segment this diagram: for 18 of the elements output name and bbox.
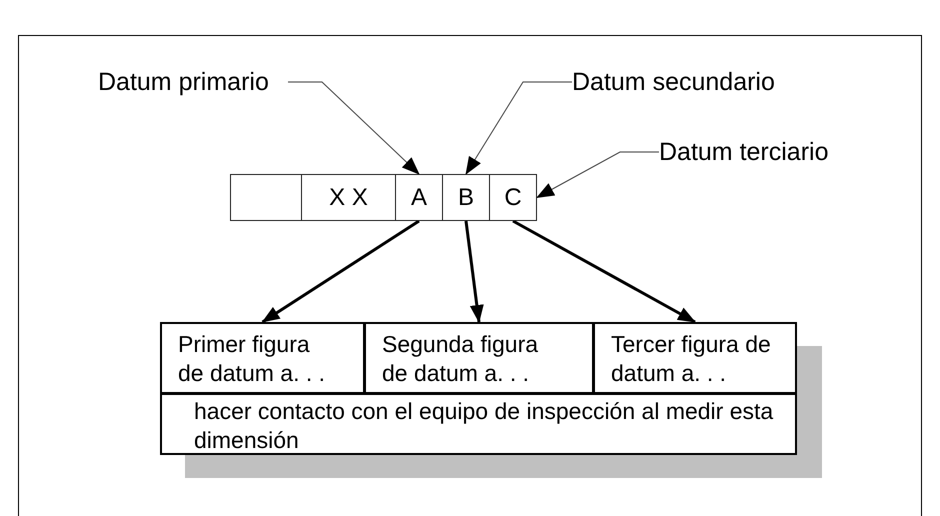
arrow bbox=[512, 220, 696, 324]
note-cell: hacer contacto con el equipo de inspección al medir esta dimensión bbox=[160, 393, 797, 455]
frame-cell: A bbox=[395, 174, 443, 221]
leader-line bbox=[536, 152, 660, 198]
datum-label: Datum secundario bbox=[572, 67, 794, 97]
frame-cell: X X bbox=[301, 174, 396, 221]
datum-feature-cell: Primer figura de datum a. . . bbox=[160, 322, 365, 394]
datum-feature-cell: Tercer figura de datum a. . . bbox=[593, 322, 797, 394]
frame-cell: C bbox=[489, 174, 537, 221]
leader-line bbox=[288, 82, 420, 175]
frame-cell bbox=[230, 174, 302, 221]
leader-line bbox=[465, 82, 572, 175]
frame-cell: B bbox=[442, 174, 490, 221]
datum-label: Datum primario bbox=[98, 67, 288, 97]
datum-feature-cell: Segunda figura de datum a. . . bbox=[364, 322, 594, 394]
arrow bbox=[464, 220, 484, 323]
arrow bbox=[262, 220, 420, 324]
datum-label: Datum terciario bbox=[659, 137, 865, 167]
